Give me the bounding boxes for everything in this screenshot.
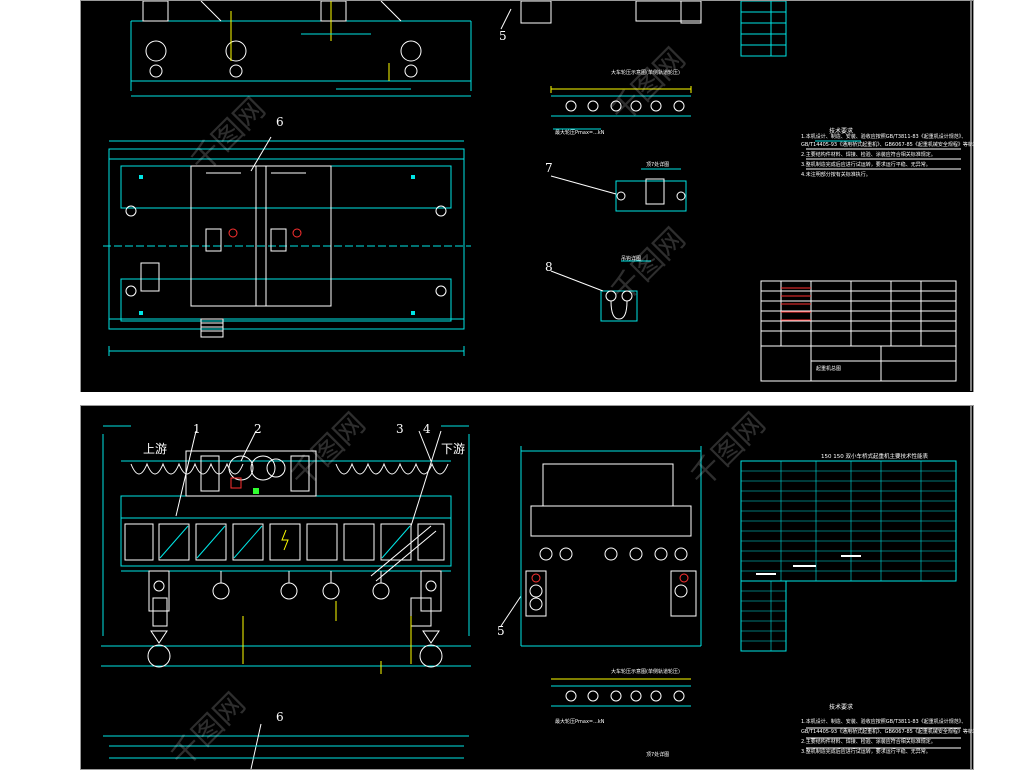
note-line: GB/T14405-93《通用桥式起重机》、GB6067-85《起重机械安全规程… — [801, 142, 993, 148]
detail-7-label: 顶7处详图 — [646, 752, 670, 758]
notes-title: 技术要求 — [829, 128, 854, 135]
truss-diagram-label: 大车轮压示意图(单侧轨道轮压) — [611, 70, 680, 76]
part-number-label: 6 — [276, 115, 284, 129]
downstream-label: 下游 — [441, 442, 466, 456]
part-number-label: 2 — [254, 422, 262, 436]
drawing-sheet-bottom: 1 2 3 4 5 6 上游 下游 150 150 双小车桥式起重机主要技术性能… — [80, 405, 993, 775]
drawing-sheet-top: 5 6 7 8 大车轮压示意图(单侧轨道轮压) 最大轮压Pmax=...kN 顶… — [80, 0, 993, 394]
part-number-label: 8 — [545, 260, 553, 274]
note-line: GB/T14405-93《通用桥式起重机》、GB6067-85《起重机械安全规程… — [801, 729, 993, 735]
crane-plan-drawing — [103, 1, 972, 391]
note-line: 1.本机设计、制造、安装、验收应按照GB/T3811-83《起重机设计规范》、 — [801, 719, 967, 725]
title-block-name: 起重机总图 — [816, 366, 842, 372]
detail-7-label: 顶7处详图 — [646, 162, 670, 168]
upstream-label: 上游 — [143, 442, 168, 456]
note-line: 2.主要结构件材料、焊接、检验、涂装应符合相关标准规定。 — [801, 739, 936, 745]
note-line: 2.主要结构件材料、焊接、检验、涂装应符合相关标准规定。 — [801, 152, 936, 158]
spec-table-title: 150 150 双小车桥式起重机主要技术性能表 — [821, 454, 928, 460]
part-number-label: 1 — [193, 422, 201, 436]
max-load-label: 最大轮压Pmax=...kN — [555, 719, 605, 725]
notes-title: 技术要求 — [829, 704, 854, 711]
part-number-label: 5 — [497, 624, 505, 638]
crane-elevation-drawing — [101, 406, 972, 769]
detail-8-label: 吊钩详图 — [621, 256, 642, 262]
part-number-label: 4 — [423, 422, 431, 436]
part-number-label: 7 — [545, 161, 553, 175]
sheet-separator — [0, 392, 1024, 405]
note-line: 1.本机设计、制造、安装、验收应按照GB/T3811-83《起重机设计规范》、 — [801, 134, 967, 140]
note-line: 4.未注明部分按有关标准执行。 — [801, 172, 871, 178]
part-number-label: 3 — [396, 422, 404, 436]
max-load-label: 最大轮压Pmax=...kN — [555, 130, 605, 136]
truss-diagram-label: 大车轮压示意图(单侧轨道轮压) — [611, 669, 680, 675]
note-line: 3.整机制造完成后应进行试运转，要求运行平稳、无异常。 — [801, 162, 931, 168]
note-line: 3.整机制造完成后应进行试运转，要求运行平稳、无异常。 — [801, 749, 931, 755]
part-number-label: 6 — [276, 710, 284, 724]
part-number-label: 5 — [499, 29, 507, 43]
